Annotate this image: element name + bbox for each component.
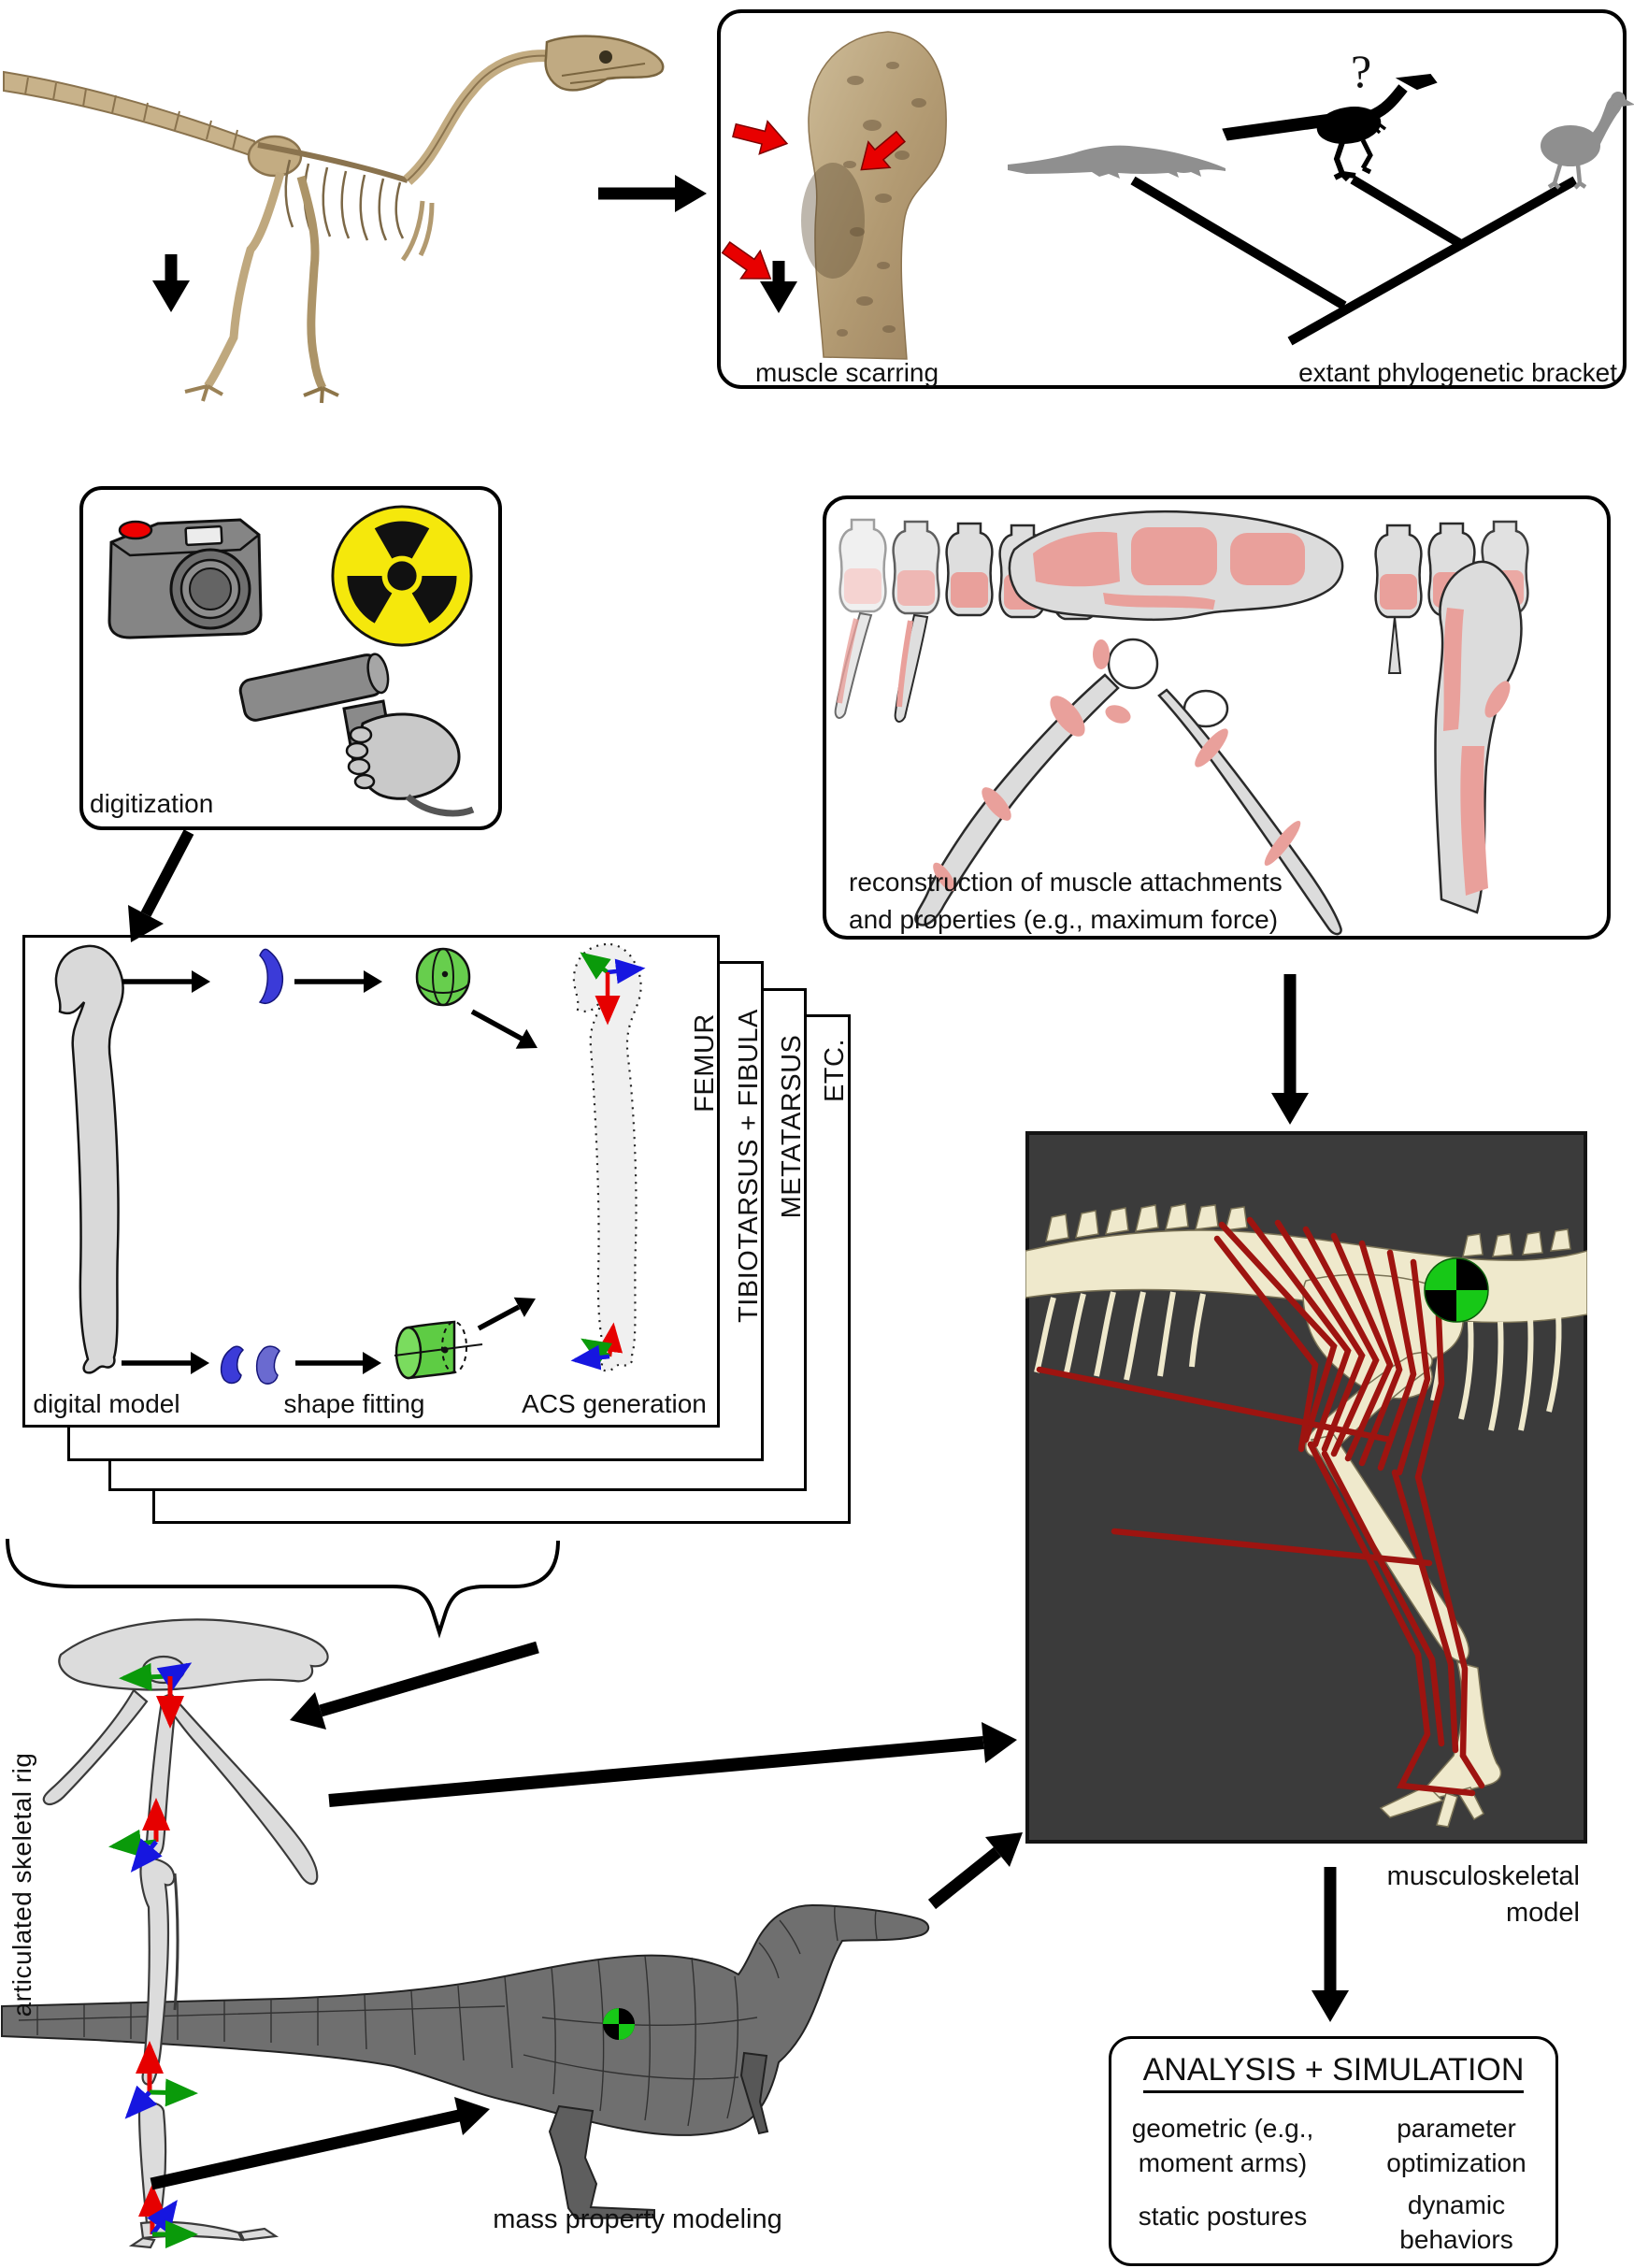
tab-label-tibiotarsus: TIBIOTARSUS + FIBULA bbox=[734, 1009, 764, 1323]
analysis-item-geometric: geometric (e.g., moment arms) bbox=[1131, 2114, 1314, 2177]
arrow-digitization-to-pipeline bbox=[128, 829, 194, 942]
question-mark: ? bbox=[1351, 45, 1372, 97]
fossil-skeleton-photo bbox=[2, 35, 665, 404]
analysis-item-static: static postures bbox=[1138, 2202, 1308, 2231]
bone-pipeline-art bbox=[54, 942, 646, 1385]
tab-label-etc: ETC. bbox=[820, 1038, 850, 1103]
analysis-title: ANALYSIS + SIMULATION bbox=[1109, 2052, 1558, 2093]
crocodylian-silhouette bbox=[1008, 145, 1226, 179]
mass-label: mass property modeling bbox=[493, 2204, 782, 2234]
epb-art bbox=[721, 73, 1634, 346]
radiation-icon bbox=[331, 505, 473, 647]
camera-icon bbox=[108, 518, 263, 639]
model-label: musculoskeletal model bbox=[1386, 1861, 1580, 1928]
arrow-rig-to-model bbox=[328, 1722, 1017, 1807]
digital-model-label: digital model bbox=[33, 1389, 180, 1418]
pipeline-arrows bbox=[122, 970, 538, 1374]
knee-acs-axes bbox=[570, 1322, 624, 1371]
musculoskeletal-illustration bbox=[1025, 1203, 1587, 1828]
condyle-fit-icon bbox=[220, 1345, 280, 1385]
digital-femur-model bbox=[54, 944, 124, 1374]
scanner-icon bbox=[238, 653, 475, 817]
analysis-box bbox=[1109, 2036, 1558, 2266]
acs-generation-label: ACS generation bbox=[522, 1389, 707, 1418]
hip-acs-axes bbox=[580, 952, 646, 1026]
arrow-mass-to-model bbox=[927, 1832, 1023, 1910]
theropod-silhouette bbox=[1222, 73, 1438, 182]
emu-silhouette bbox=[1541, 92, 1634, 190]
femur-photo bbox=[801, 31, 947, 360]
cylinder-fit-icon bbox=[394, 1320, 483, 1380]
rig-acs-axes bbox=[108, 1662, 198, 2248]
muscle-scarring-label: muscle scarring bbox=[755, 358, 939, 387]
crescent-fit-icon bbox=[258, 948, 284, 1004]
analysis-item-dynamic: dynamic behaviors bbox=[1399, 2190, 1513, 2254]
model-com-icon bbox=[1424, 1257, 1489, 1323]
digitization-label: digitization bbox=[90, 789, 214, 818]
muscle-lines bbox=[1036, 1216, 1485, 1797]
phylogeny-tree bbox=[1130, 175, 1578, 346]
articulated-rig-illustration bbox=[42, 1618, 329, 2249]
arrow-reconstruction-to-model bbox=[1271, 974, 1309, 1125]
pelvis-reconstruction-illustration bbox=[834, 510, 1529, 936]
mass-model-illustration bbox=[1, 1903, 930, 2220]
femur-muscle-map bbox=[1434, 560, 1523, 914]
shape-fitting-label: shape fitting bbox=[283, 1389, 425, 1418]
center-of-mass-icon bbox=[603, 2008, 635, 2040]
reconstruction-label: reconstruction of muscle attachments and… bbox=[849, 868, 1283, 934]
sphere-fit-icon bbox=[415, 947, 471, 1007]
rig-label: articulated skeletal rig bbox=[7, 1752, 36, 2017]
analysis-item-parameter: parameter optimization bbox=[1386, 2114, 1526, 2177]
tab-label-metatarsus: METATARSUS bbox=[777, 1034, 807, 1219]
muscle-scar-arrows bbox=[721, 120, 906, 280]
ilium bbox=[1008, 510, 1344, 622]
epb-label: extant phylogenetic bracket bbox=[1298, 358, 1617, 387]
